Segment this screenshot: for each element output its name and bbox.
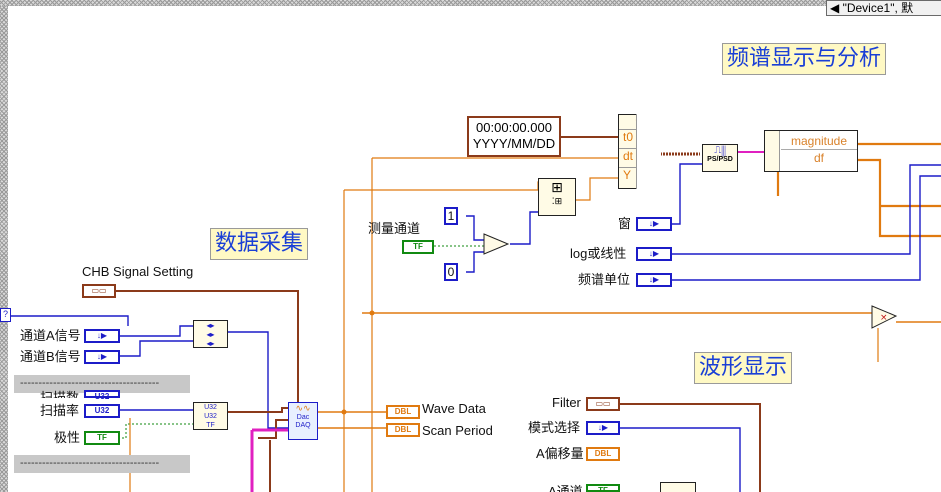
polarity-terminal[interactable]: TF bbox=[84, 431, 120, 445]
unbundle-cluster[interactable]: magnitude df bbox=[764, 130, 858, 172]
chb-signal-terminal[interactable]: ▭▭ bbox=[82, 284, 116, 298]
label-wave-data: Wave Data bbox=[422, 401, 486, 416]
title-acquisition: 数据采集 bbox=[210, 228, 309, 260]
label-channel-partial: A通道 bbox=[548, 484, 583, 492]
label-window: 窗 bbox=[618, 216, 632, 231]
spectrum-icon: ⎍⫼ bbox=[714, 145, 726, 156]
title-waveform: 波形显示 bbox=[694, 352, 793, 384]
channel-a-terminal[interactable]: ↓▶ bbox=[84, 329, 120, 343]
channel-partial-terminal[interactable]: TF bbox=[586, 484, 620, 492]
separator-top: -------------------------------------- bbox=[14, 375, 190, 393]
mode-select-terminal[interactable]: ↓▶ bbox=[586, 421, 620, 435]
ps-psd-label: PS/PSD bbox=[707, 156, 733, 163]
build-waveform-body bbox=[636, 114, 661, 189]
array-icon: ⊞ bbox=[551, 179, 563, 195]
label-polarity: 极性 bbox=[54, 430, 81, 445]
label-filter: Filter bbox=[552, 395, 581, 410]
label-measure-channel: 测量通道 bbox=[368, 221, 421, 236]
multiply-node-shape bbox=[871, 305, 898, 329]
log-linear-terminal[interactable]: ↓▶ bbox=[636, 247, 672, 261]
ps-psd-node[interactable]: ⎍⫼ PS/PSD bbox=[702, 144, 738, 172]
label-scan-rate: 扫描率 bbox=[40, 403, 80, 418]
spectrum-unit-terminal[interactable]: ↓▶ bbox=[636, 273, 672, 287]
label-scan-period: Scan Period bbox=[422, 423, 493, 438]
scan-count-terminal[interactable]: U32 bbox=[84, 390, 120, 401]
daq-wave-icon: ∿∿ bbox=[295, 403, 311, 413]
help-icon[interactable]: ? bbox=[0, 308, 11, 322]
cluster-icon bbox=[765, 131, 780, 171]
label-mode-select: 模式选择 bbox=[528, 420, 581, 435]
bundle-icon-ab: ◂▸◂▸◂▸ bbox=[206, 321, 215, 348]
label-a-offset: A偏移量 bbox=[536, 446, 584, 461]
timestamp-constant[interactable]: 00:00:00.000 YYYY/MM/DD bbox=[467, 116, 561, 157]
label-chb-signal: CHB Signal Setting bbox=[82, 264, 194, 279]
channel-b-terminal[interactable]: ↓▶ bbox=[84, 350, 120, 364]
cluster-df: df bbox=[813, 151, 824, 165]
wave-data-terminal[interactable]: DBL bbox=[386, 405, 420, 419]
timestamp-time: 00:00:00.000 bbox=[476, 120, 552, 135]
svg-text:×: × bbox=[880, 313, 888, 323]
device-tab[interactable]: ◀ "Device1", 默 bbox=[826, 0, 941, 16]
label-channel-a: 通道A信号 bbox=[20, 328, 81, 343]
timestamp-date: YYYY/MM/DD bbox=[472, 136, 556, 151]
scan-rate-terminal[interactable]: U32 bbox=[84, 404, 120, 418]
left-hatched-border bbox=[0, 0, 8, 492]
title-spectrum: 频谱显示与分析 bbox=[722, 43, 887, 75]
scan-period-terminal[interactable]: DBL bbox=[386, 423, 420, 437]
cluster-magnitude: magnitude bbox=[781, 133, 857, 150]
wire-build-y bbox=[566, 177, 618, 201]
port-y: Y bbox=[623, 168, 632, 182]
left-arrow-icon: ◀ bbox=[830, 1, 840, 15]
top-hatched-border bbox=[0, 0, 826, 6]
label-channel-b: 通道B信号 bbox=[20, 349, 81, 364]
label-spectrum-unit: 频谱单位 bbox=[578, 272, 631, 287]
bundle-node-ab[interactable]: ◂▸◂▸◂▸ bbox=[193, 320, 228, 348]
array-node[interactable]: ⊞ ⁚⊞ bbox=[538, 178, 576, 216]
array-port-icon: ⁚⊞ bbox=[551, 196, 563, 206]
constant-zero[interactable]: 0 bbox=[444, 263, 458, 281]
a-offset-terminal[interactable]: DBL bbox=[586, 447, 620, 461]
bottom-node[interactable] bbox=[660, 482, 696, 492]
separator-bottom: -------------------------------------- bbox=[14, 455, 190, 473]
filter-terminal[interactable]: ▭▭ bbox=[586, 397, 620, 411]
select-node-shape bbox=[483, 233, 510, 255]
device-label: "Device1", 默 bbox=[842, 1, 914, 15]
constant-one[interactable]: 1 bbox=[444, 207, 458, 225]
label-log-linear: log或线性 bbox=[570, 246, 627, 261]
window-terminal[interactable]: ↓▶ bbox=[636, 217, 672, 231]
measure-channel-terminal[interactable]: TF bbox=[402, 240, 434, 254]
label-scan-count: 扫描数 bbox=[40, 390, 80, 398]
